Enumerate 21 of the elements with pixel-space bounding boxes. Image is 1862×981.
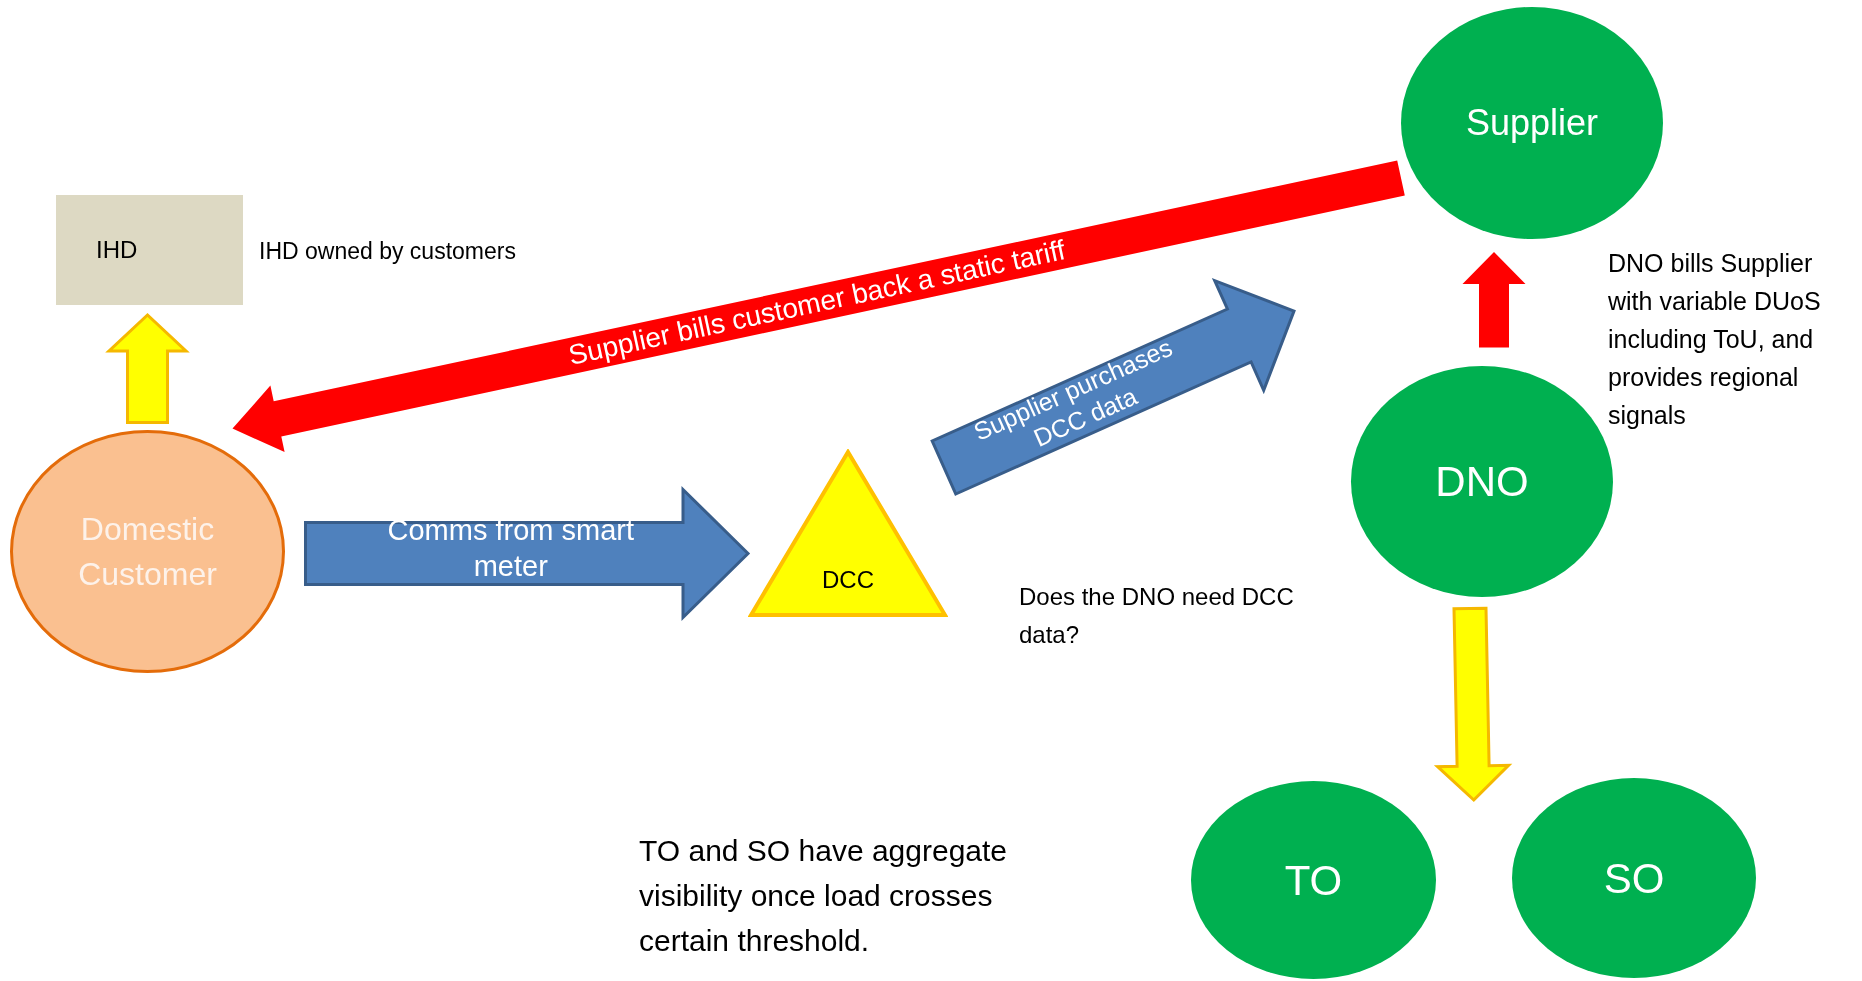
node-label: IHD [96,235,138,265]
node-note: IHD owned by customers [259,237,517,266]
node-label: DNO [1435,457,1529,507]
node-note: DNO bills Supplier with variable DUoS including ToU, and provides regional signals [1608,248,1822,431]
node-label: Supplier [1465,101,1599,145]
node-label: TO [1284,855,1343,906]
block-arrow [304,485,751,622]
edge-label: Comms from smart meter [386,512,635,584]
node-label: Domestic Customer [77,509,218,594]
ihd-box [56,195,243,305]
node-label: SO [1603,853,1665,904]
block-arrow [1433,606,1513,803]
block-arrow [232,160,1405,453]
note-text: TO and SO have aggregate visibility once load crosses certain threshold. [639,833,1009,959]
question-note: Does the DNO need DCC data? [1019,582,1295,650]
edge-label: Supplier bills customer back a static tariff [564,233,1068,372]
block-arrow [930,278,1296,496]
node-label: DCC [822,565,874,595]
block-arrow [1462,252,1526,348]
block-arrow [105,312,190,424]
dcc-triangle [748,449,948,618]
